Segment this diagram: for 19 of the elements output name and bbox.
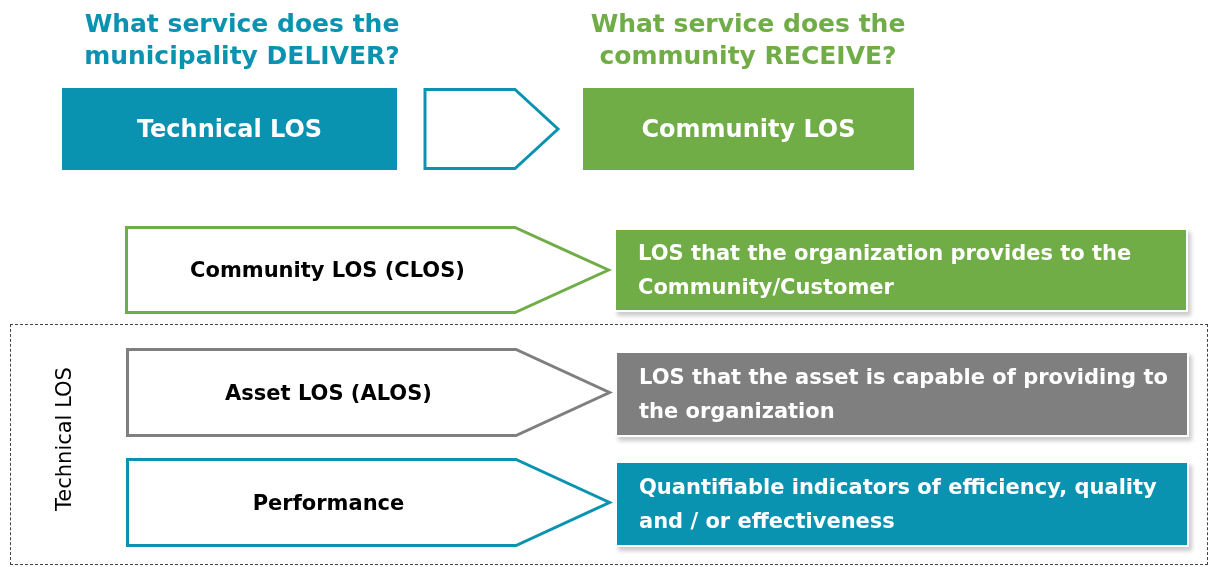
description-text: LOS that the asset is capable of providing to the organization [639, 364, 1169, 425]
heading: What service does the municipality DELIVER? [83, 8, 401, 72]
description-box [615, 461, 1189, 547]
tag-box [126, 348, 611, 437]
arrow-label: Asset LOS (ALOS) [224, 379, 433, 407]
description-box [614, 228, 1188, 312]
arrow-label: Performance [251, 489, 406, 517]
box-label: Technical LOS [135, 114, 324, 145]
box-label: Community LOS [640, 114, 857, 145]
tag-box [126, 458, 611, 547]
chevron-arrow [423, 88, 561, 170]
description-text: Quantifiable indicators of efficiency, quality and / or effectiveness [639, 474, 1158, 535]
dashed-group [10, 324, 1208, 565]
description-text: LOS that the organization provides to the Community/Customer [638, 240, 1133, 301]
group-label: Technical LOS [52, 366, 76, 513]
tag-box [125, 226, 610, 314]
arrow-label: Community LOS (CLOS) [189, 257, 466, 284]
description-box [615, 351, 1189, 437]
heading: What service does the community RECEIVE? [589, 8, 907, 72]
